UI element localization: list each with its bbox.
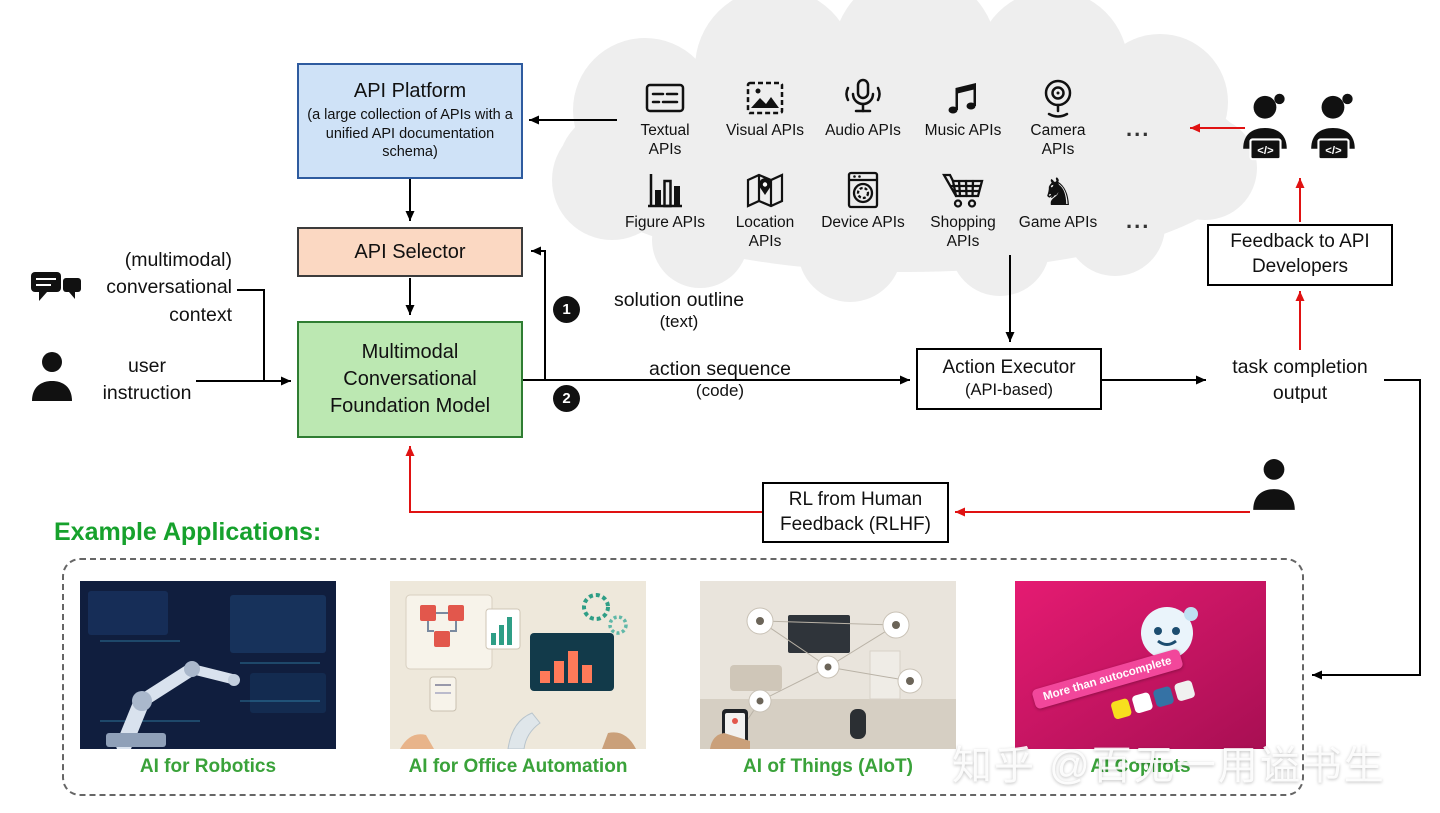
api-cell-textual: Textual APIs — [623, 76, 707, 160]
feedback-developers-label: Feedback to API Developers — [1230, 231, 1370, 277]
developer-icon-2: </> — [1306, 90, 1362, 166]
example-aiot: AI of Things (AIoT) — [700, 581, 956, 778]
conversational-context-label: (multimodal) conversational context — [106, 249, 232, 326]
example-caption-copilots: AI Copilots — [1090, 756, 1191, 777]
svg-text:♞: ♞ — [1041, 170, 1075, 212]
device-apis-icon — [841, 168, 885, 212]
api-cell-visual: Visual APIs — [723, 76, 807, 141]
audio-apis-icon — [841, 76, 885, 120]
task-completion-label: task completion output — [1232, 356, 1368, 405]
foundation-model-label: Multimodal Conversational Foundation Mod… — [329, 341, 491, 417]
example-caption-robotics: AI for Robotics — [139, 756, 277, 777]
example-robotics: AI for Robotics — [80, 581, 336, 778]
rlhf-label: RL from Human Feedback (RLHF) — [780, 488, 931, 535]
action-sequence-label: action sequence (code) — [648, 358, 792, 400]
action-executor-title: Action Executor — [942, 356, 1076, 378]
visual-apis-icon — [743, 76, 787, 120]
textual-apis-icon — [643, 76, 687, 120]
example-caption-office: AI for Office Automation — [408, 756, 628, 777]
api-cell-audio: Audio APIs — [821, 76, 905, 141]
figure-apis-icon — [643, 168, 687, 212]
feedback-developers-box: Feedback to API Developers — [1207, 224, 1393, 286]
aiot-image — [700, 581, 956, 749]
shopping-apis-icon — [941, 168, 985, 212]
speech-bubble-icon — [28, 268, 84, 308]
camera-apis-icon — [1036, 76, 1080, 120]
office-automation-image — [390, 581, 646, 749]
api-cell-music: Music APIs — [921, 76, 1005, 141]
api-selector-label: API Selector — [354, 240, 466, 263]
developer-icon-1: </> — [1238, 90, 1294, 166]
user-instruction-label: user instruction — [102, 355, 192, 405]
step-2-badge: 2 — [553, 385, 580, 412]
api-platform-subtitle: (a large collection of APIs with a unifi… — [307, 106, 513, 161]
step-1-badge: 1 — [553, 296, 580, 323]
game-apis-icon: ♞ — [1036, 168, 1080, 214]
cloud-ellipsis-row1: ... — [1126, 116, 1151, 141]
music-apis-icon — [941, 76, 985, 120]
action-executor-box: Action Executor (API-based) — [916, 348, 1102, 410]
user-icon — [30, 350, 74, 404]
solution-outline-label: solution outline (text) — [613, 289, 745, 331]
watermark: 知乎 @百无一用谥书生 — [952, 744, 1386, 788]
location-apis-icon — [743, 168, 787, 212]
action-executor-subtitle: (API-based) — [964, 380, 1054, 399]
rlhf-box: RL from Human Feedback (RLHF) — [762, 482, 949, 543]
foundation-model-box: Multimodal Conversational Foundation Mod… — [297, 321, 523, 438]
example-caption-aiot: AI of Things (AIoT) — [743, 756, 913, 777]
api-cell-figure: Figure APIs — [623, 168, 707, 233]
svg-text:</>: </> — [1257, 145, 1274, 157]
api-cell-shopping: Shopping APIs — [921, 168, 1005, 252]
api-platform-box: API Platform (a large collection of APIs… — [297, 63, 523, 179]
api-platform-title: API Platform — [353, 79, 467, 102]
ai-copilots-image: More than autocomplete — [1015, 581, 1266, 749]
robotics-image — [80, 581, 336, 749]
cloud-ellipsis-row2: ... — [1126, 208, 1151, 233]
api-cell-game: ♞ Game APIs — [1018, 168, 1098, 231]
example-copilots: More than autocomplete AI Copilots — [1015, 581, 1266, 778]
example-office: AI for Office Automation — [390, 581, 646, 778]
api-cell-location: Location APIs — [723, 168, 807, 252]
svg-text:</>: </> — [1325, 145, 1342, 157]
human-feedback-icon — [1251, 458, 1297, 512]
api-selector-box: API Selector — [297, 227, 523, 277]
examples-heading: Example Applications: — [54, 518, 322, 546]
api-cell-camera: Camera APIs — [1016, 76, 1100, 160]
examples-frame — [62, 558, 1304, 796]
api-cell-device: Device APIs — [821, 168, 905, 233]
